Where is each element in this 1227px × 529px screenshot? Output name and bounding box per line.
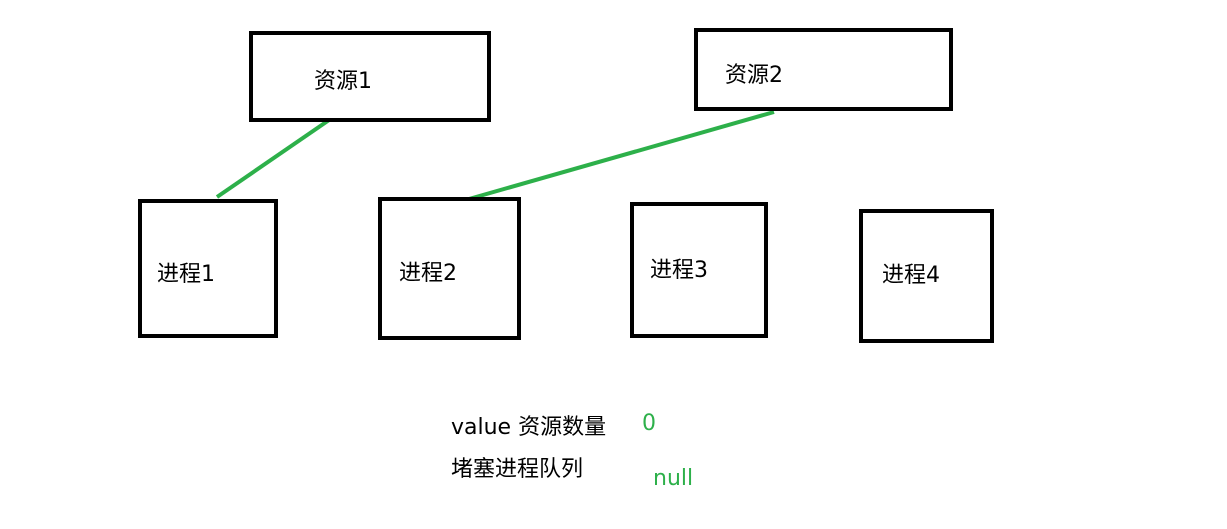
resource-box-1 xyxy=(249,31,491,122)
process-label-3: 进程3 xyxy=(650,258,708,283)
process-box-4 xyxy=(859,209,994,343)
resource-box-2 xyxy=(694,28,953,111)
process-label-2: 进程2 xyxy=(399,261,457,286)
value-label: value 资源数量 xyxy=(451,415,607,440)
process-label-4: 进程4 xyxy=(882,263,940,288)
link-resource2-process2 xyxy=(454,110,775,205)
process-box-2 xyxy=(378,197,521,340)
resource-label-2: 资源2 xyxy=(725,63,783,88)
process-label-1: 进程1 xyxy=(157,262,215,287)
queue-value: null xyxy=(653,466,694,491)
process-box-3 xyxy=(630,202,768,338)
resource-label-1: 资源1 xyxy=(314,69,372,94)
link-resource1-process1 xyxy=(215,116,334,199)
value-number: 0 xyxy=(642,411,656,436)
process-box-1 xyxy=(138,199,278,338)
queue-label: 堵塞进程队列 xyxy=(451,457,584,482)
